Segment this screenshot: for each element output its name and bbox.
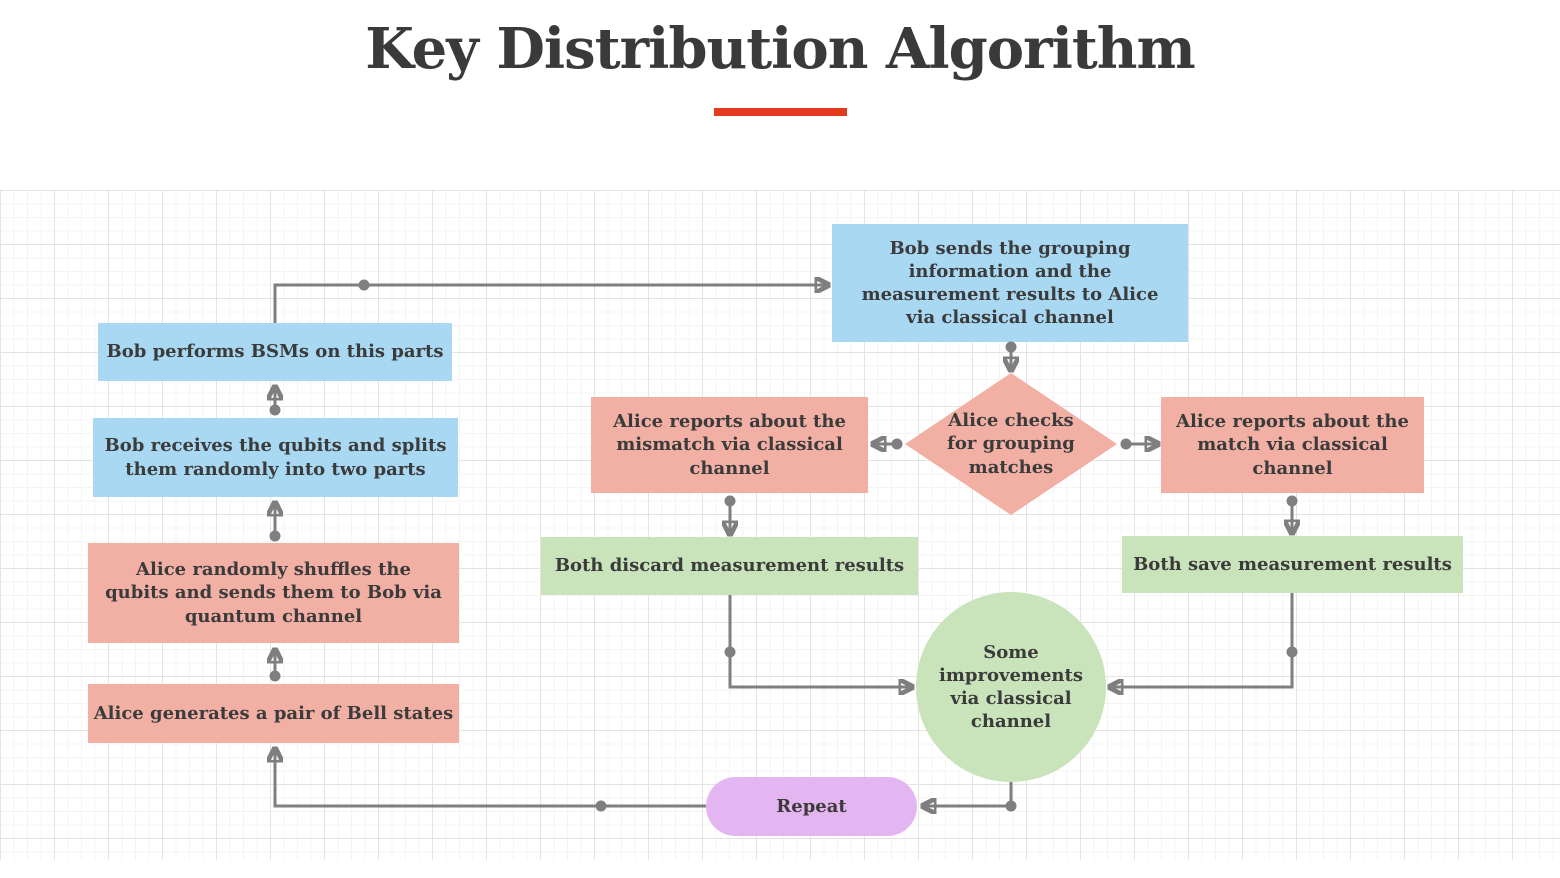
node-alice-reports-match: Alice reports about the match via classi… <box>1161 397 1424 493</box>
node-bob-receives-qubits: Bob receives the qubits and splits them … <box>93 418 458 497</box>
node-repeat: Repeat <box>706 777 917 836</box>
node-improvements-classical-channel: Some improvements via classical channel <box>916 592 1106 782</box>
edge-mismatch-to-discard <box>725 495 736 535</box>
node-alice-shuffles-qubits: Alice randomly shuffles the qubits and s… <box>88 543 459 643</box>
edge-discard-to-improvements <box>724 595 913 687</box>
node-alice-reports-mismatch: Alice reports about the mismatch via cla… <box>591 397 868 493</box>
edge-improvements-to-repeat <box>923 782 1017 812</box>
node-both-discard-results: Both discard measurement results <box>541 537 918 595</box>
edge-generates-to-shuffles <box>270 650 281 682</box>
node-bob-performs-bsms: Bob performs BSMs on this parts <box>98 323 452 381</box>
edge-sends-to-check <box>1006 341 1017 371</box>
edge-check-to-mismatch <box>873 439 903 450</box>
edge-receives-to-bsm <box>270 387 281 416</box>
node-both-save-results: Both save measurement results <box>1122 536 1463 593</box>
header: Key Distribution Algorithm <box>0 0 1560 117</box>
node-bob-sends-grouping-info: Bob sends the grouping information and t… <box>832 224 1188 342</box>
edge-bsm-to-sends <box>273 280 828 323</box>
edge-check-to-match <box>1120 439 1159 450</box>
flowchart-connectors <box>0 190 1560 860</box>
edge-shuffles-to-receives <box>270 503 281 542</box>
node-alice-generates-bell-states: Alice generates a pair of Bell states <box>88 684 459 743</box>
edge-repeat-to-generates <box>275 749 706 812</box>
edge-match-to-save <box>1287 495 1298 534</box>
flowchart-canvas: Bob performs BSMs on this parts Bob rece… <box>0 190 1560 860</box>
page-title: Key Distribution Algorithm <box>365 16 1196 82</box>
title-underline <box>713 108 847 117</box>
edge-save-to-improvements <box>1110 593 1298 687</box>
